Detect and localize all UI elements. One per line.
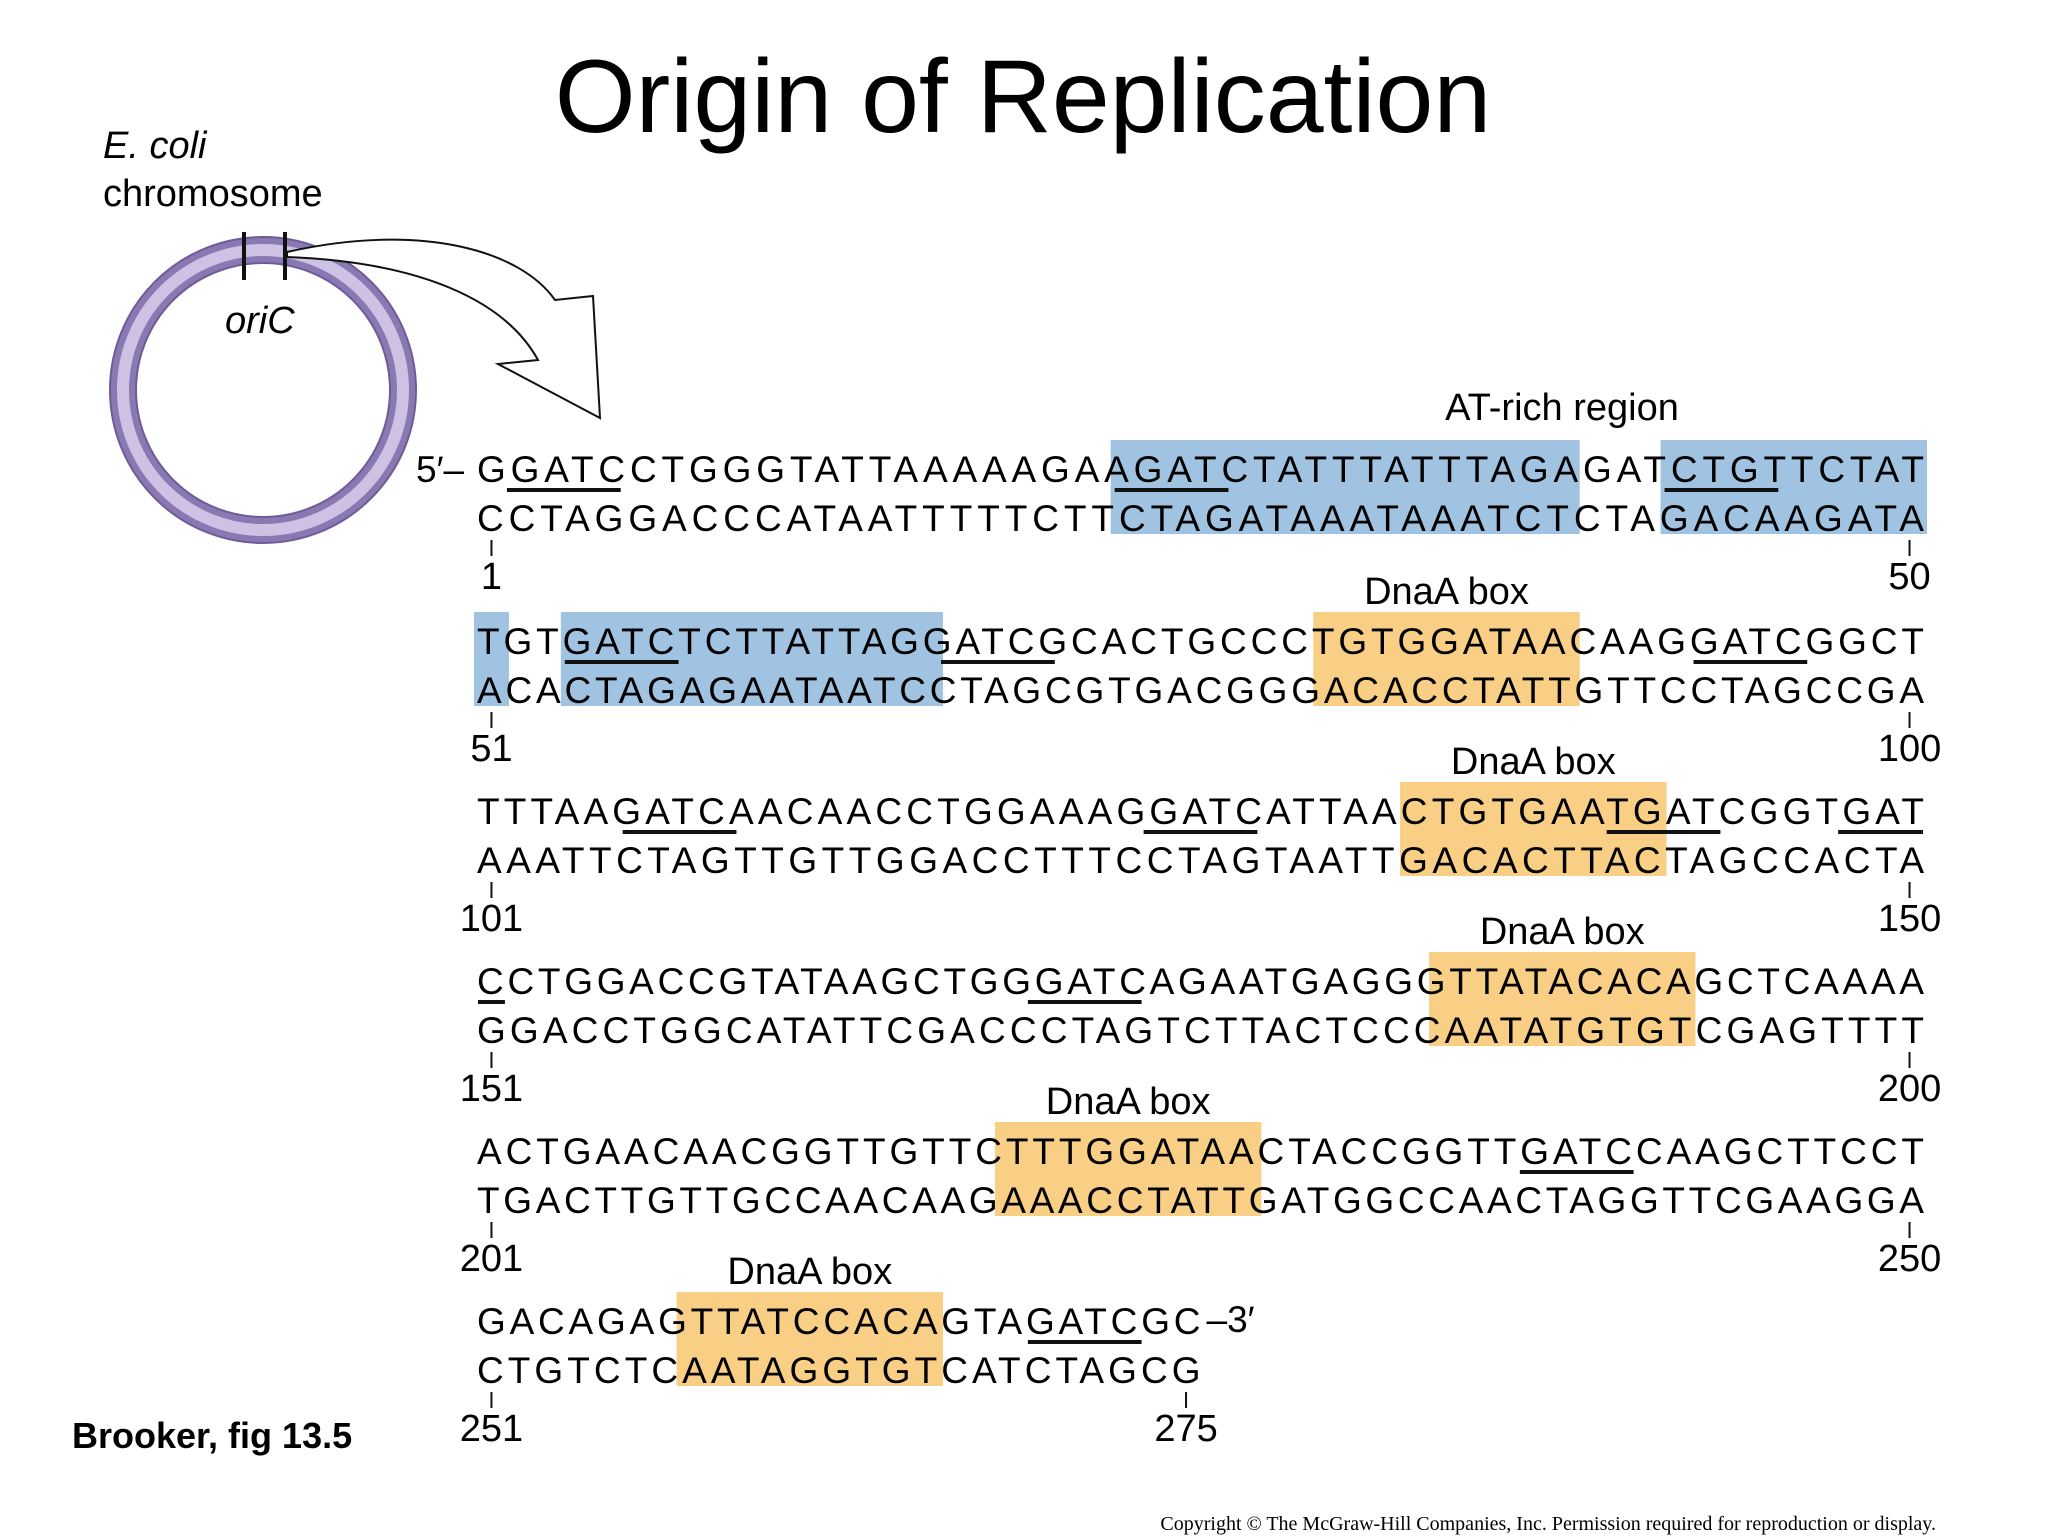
zoom-arrow <box>286 238 602 420</box>
chromosome-label-species: E. coli <box>103 125 208 167</box>
sequence-top-strand: TGTGATCTCTTATTAGGATCGCACTGCCCTGTGGATAACA… <box>477 621 1924 662</box>
five-prime-marker: 5′– <box>416 449 465 490</box>
position-number-start: 151 <box>460 1068 523 1110</box>
position-number-start: 201 <box>460 1238 523 1280</box>
sequence-top-strand: GGATCCTGGGTATTAAAAAGAAGATCTATTTATTTAGAGA… <box>477 449 1924 490</box>
sequence-bottom-strand: CTGTCTCAATAGGTGTCATCTAGCG <box>477 1350 1201 1391</box>
dnaa-box-label: DnaA box <box>1451 741 1616 783</box>
position-number-end: 200 <box>1878 1068 1941 1110</box>
three-prime-marker: –3′ <box>1207 1299 1255 1340</box>
chromosome-ring <box>109 236 417 544</box>
sequence-top-strand: GACAGAGTTATCCACAGTAGATCGC <box>477 1301 1201 1342</box>
at-rich-highlight <box>474 612 509 706</box>
sequence-bottom-strand: GGACCTGGCATATTCGACCCTAGTCTTACTCCCAATATGT… <box>477 1010 1924 1051</box>
position-number-end: 275 <box>1154 1408 1217 1450</box>
dnaa-box-label: DnaA box <box>1046 1081 1211 1123</box>
position-number-end: 250 <box>1878 1238 1941 1280</box>
page-title: Origin of Replication <box>555 39 1491 155</box>
at-rich-highlight <box>560 612 944 706</box>
sequence-top-strand: CCTGGACCGTATAAGCTGGGATCAGAATGAGGGTTATACA… <box>477 961 1924 1002</box>
copyright-notice: Copyright © The McGraw-Hill Companies, I… <box>1160 1513 1936 1535</box>
dnaa-box-highlight <box>676 1292 944 1386</box>
position-number-end: 100 <box>1878 728 1941 770</box>
dnaa-box-highlight <box>994 1122 1262 1216</box>
sequence-bottom-strand: AAATTCTAGTTGTTGGACCTTTCCTAGTAATTGACACTTA… <box>477 840 1924 881</box>
at-rich-region-label: AT-rich region <box>1445 387 1679 429</box>
dnaa-box-highlight <box>1313 612 1580 706</box>
position-number-start: 51 <box>470 728 512 770</box>
sequence-bottom-strand: ACACTAGAGAATAATCCTAGCGTGACGGGACACCTATTGT… <box>477 670 1924 711</box>
gatc-underlines <box>478 488 1923 1344</box>
at-rich-highlight <box>1110 440 1580 534</box>
dnaa-box-label: DnaA box <box>727 1251 892 1293</box>
sequence-highlights <box>474 440 1927 1386</box>
sequence-bottom-strand: TGACTTGTTGCCAACAAGAAACCTATTGATGGCCAACTAG… <box>477 1180 1924 1221</box>
position-number-end: 150 <box>1878 898 1941 940</box>
dnaa-box-highlight <box>1400 782 1667 876</box>
dnaa-box-label: DnaA box <box>1480 911 1645 953</box>
chromosome-label-word: chromosome <box>103 173 323 215</box>
dnaa-box-label: DnaA box <box>1364 571 1529 613</box>
position-number-start: 101 <box>460 898 523 940</box>
position-number-end: 50 <box>1888 556 1930 598</box>
sequence-top-strand: ACTGAACAACGGTTGTTCTTTGGATAACTACCGGTTGATC… <box>477 1131 1924 1172</box>
sequence-top-strand: TTTAAGATCAACAACCTGGAAAGGATCATTAACTGTGAAT… <box>477 791 1924 832</box>
oric-label: oriC <box>225 300 295 342</box>
position-number-start: 1 <box>481 556 502 598</box>
at-rich-highlight <box>1660 440 1927 534</box>
position-number-start: 251 <box>460 1408 523 1450</box>
dnaa-box-highlight <box>1429 952 1696 1046</box>
figure-caption: Brooker, fig 13.5 <box>72 1415 352 1456</box>
